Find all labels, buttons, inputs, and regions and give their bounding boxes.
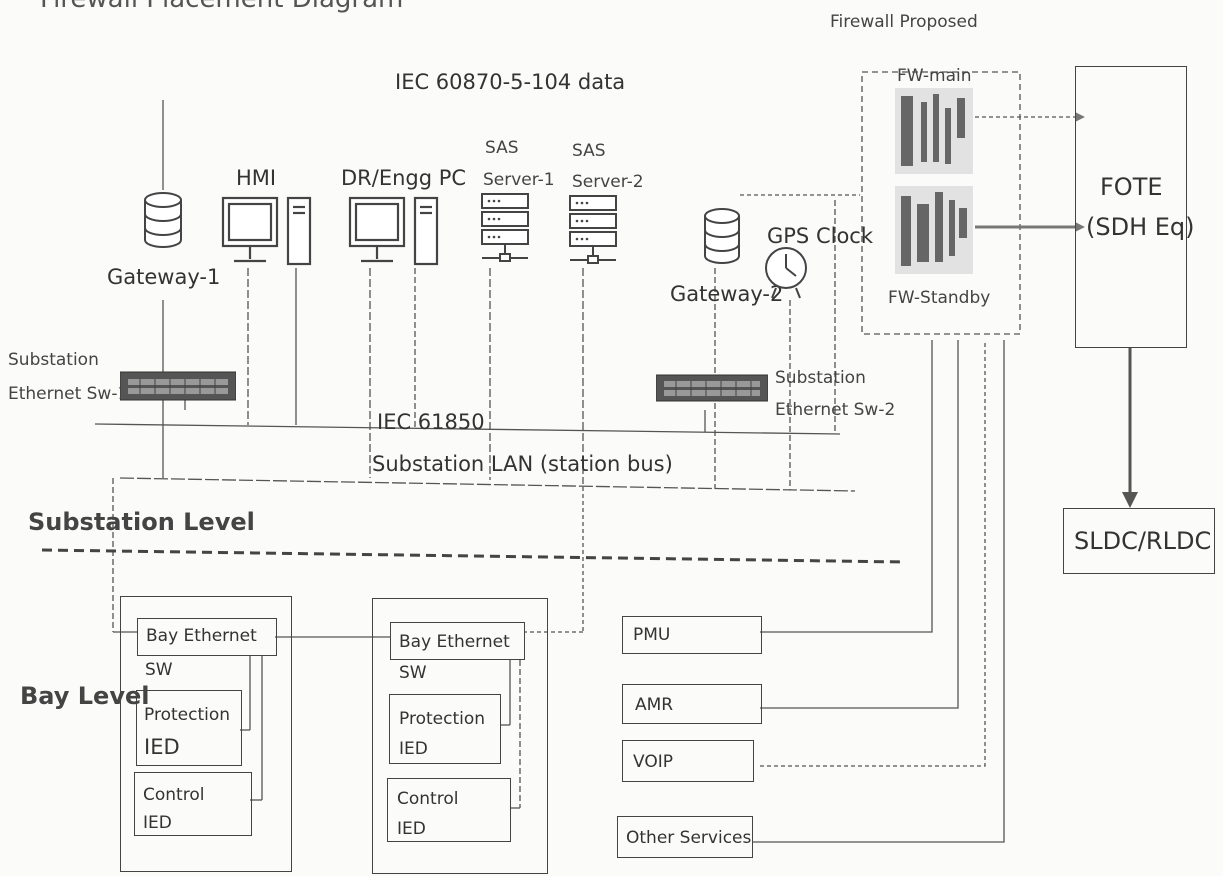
fw-standby-device-icon bbox=[895, 186, 973, 274]
bay2-protection-ied: Protection IED bbox=[389, 694, 501, 764]
sas1-label-b: Server-1 bbox=[483, 172, 555, 189]
bay1-protection-ied: Protection IED bbox=[136, 690, 242, 766]
firewall-proposed-label: Firewall Proposed bbox=[830, 14, 978, 31]
bay2-control-ied: Control IED bbox=[387, 778, 511, 842]
fw-main-label: FW-main bbox=[897, 68, 972, 85]
bay2-control-ied-label: IED bbox=[397, 821, 426, 838]
switch2-label-b: Ethernet Sw-2 bbox=[775, 402, 895, 419]
bay1-control-label: Control bbox=[143, 787, 204, 804]
sas2-label-b: Server-2 bbox=[572, 174, 644, 191]
bay1-control-ied-label: IED bbox=[143, 815, 172, 832]
gps-clock-icon bbox=[764, 244, 810, 304]
voip-box: VOIP bbox=[622, 740, 754, 782]
station-bus-label: Substation LAN (station bus) bbox=[372, 454, 673, 475]
fote-sub-label: (SDH Eq) bbox=[1086, 215, 1195, 239]
sas1-label-a: SAS bbox=[485, 140, 519, 157]
gateway1-database-icon bbox=[142, 190, 184, 256]
bay2-control-label: Control bbox=[397, 791, 458, 808]
switch2-device-icon bbox=[656, 373, 768, 407]
gateway2-database-icon bbox=[702, 206, 742, 272]
fw-main-device-icon bbox=[895, 88, 973, 174]
sldc-label: SLDC/RLDC bbox=[1074, 529, 1211, 553]
bay1-protection-ied-label: IED bbox=[144, 737, 180, 758]
bay2-sw-label: SW bbox=[399, 665, 427, 682]
other-services-box: Other Services bbox=[617, 816, 753, 858]
fw-standby-label: FW-Standby bbox=[888, 290, 990, 307]
substation-level-label: Substation Level bbox=[28, 510, 255, 534]
diagram-title: Firewall Placement Diagram bbox=[40, 0, 403, 12]
bay2-ethernet-switch: Bay Ethernet bbox=[390, 622, 525, 660]
amr-box: AMR bbox=[622, 684, 762, 724]
fote-box: FOTE (SDH Eq) bbox=[1075, 66, 1187, 348]
switch1-label-b: Ethernet Sw-1 bbox=[8, 386, 128, 403]
voip-label: VOIP bbox=[633, 754, 673, 771]
bay2-protection-label: Protection bbox=[399, 711, 485, 728]
bay1-ethernet-label: Bay Ethernet bbox=[146, 628, 257, 645]
iec61850-label: IEC 61850 bbox=[377, 412, 485, 433]
bay1-control-ied: Control IED bbox=[134, 772, 252, 836]
switch1-device-icon bbox=[120, 370, 236, 406]
hmi-label: HMI bbox=[236, 168, 276, 189]
gateway1-label: Gateway-1 bbox=[107, 267, 220, 288]
pmu-label: PMU bbox=[633, 627, 670, 644]
fote-label: FOTE bbox=[1100, 175, 1163, 199]
bay2-ethernet-label: Bay Ethernet bbox=[399, 634, 510, 651]
sas2-label-a: SAS bbox=[572, 143, 606, 160]
dr-engg-label: DR/Engg PC bbox=[341, 168, 466, 189]
switch2-label-a: Substation bbox=[775, 370, 866, 387]
hmi-computer-icon bbox=[220, 195, 320, 274]
sas-server1-icon bbox=[480, 192, 532, 268]
sas-server2-icon bbox=[568, 194, 620, 270]
dr-engg-computer-icon bbox=[347, 195, 447, 274]
bay1-protection-label: Protection bbox=[144, 707, 230, 724]
bay1-sw-label: SW bbox=[145, 662, 173, 679]
bay1-ethernet-switch: Bay Ethernet bbox=[137, 618, 277, 656]
sldc-box: SLDC/RLDC bbox=[1063, 508, 1215, 574]
pmu-box: PMU bbox=[622, 616, 762, 654]
bay2-protection-ied-label: IED bbox=[399, 741, 428, 758]
protocol-label: IEC 60870-5-104 data bbox=[395, 72, 625, 93]
amr-label: AMR bbox=[635, 697, 673, 714]
other-services-label: Other Services bbox=[626, 830, 751, 847]
switch1-label-a: Substation bbox=[8, 352, 99, 369]
